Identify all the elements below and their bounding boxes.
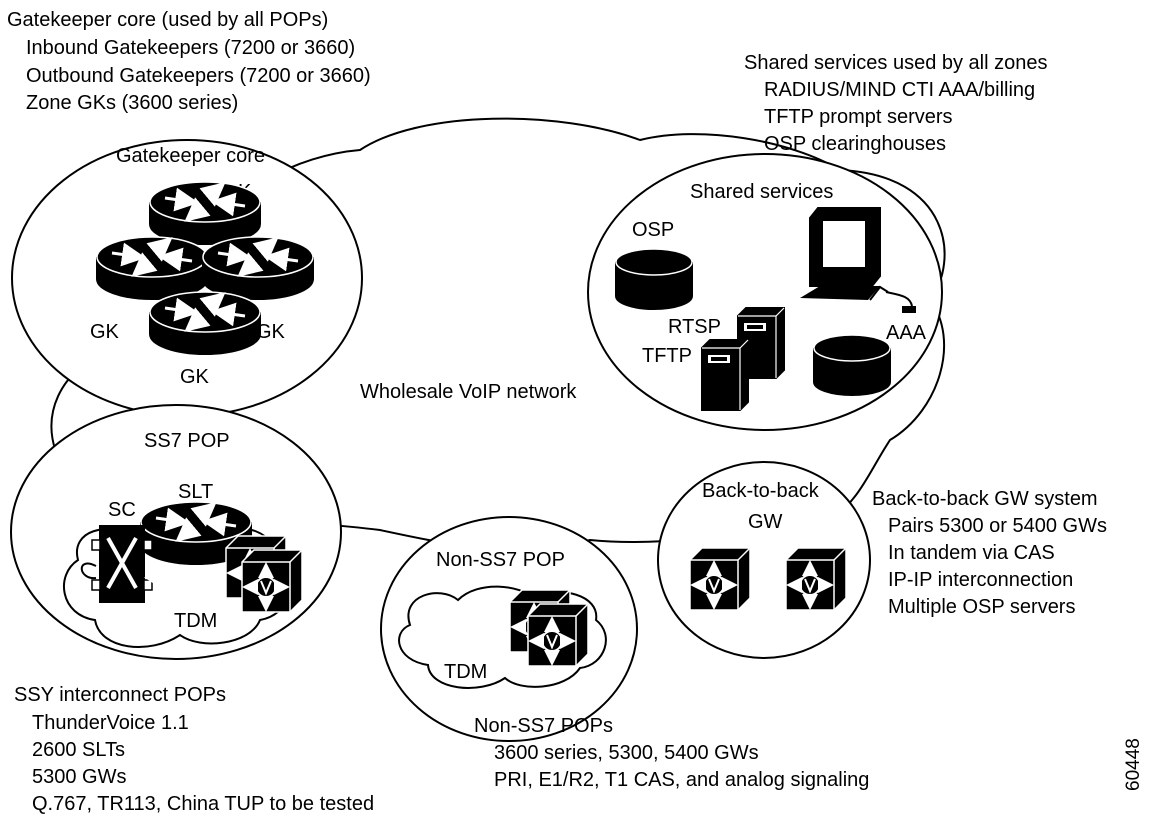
shared-notes-title: Shared services used by all zones xyxy=(744,52,1048,74)
router-gk-right-icon xyxy=(203,237,313,299)
ssy-notes-line: Q.767, TR113, China TUP to be tested xyxy=(32,793,374,815)
non-ss7-notes-line: 3600 series, 5300, 5400 GWs xyxy=(494,742,759,764)
ssy-notes-line: ThunderVoice 1.1 xyxy=(32,712,189,734)
shared-services-notes: Shared services used by all zones RADIUS… xyxy=(744,52,1048,155)
b2b-notes: Back-to-back GW system Pairs 5300 or 540… xyxy=(872,488,1107,618)
sc-switch-icon xyxy=(80,525,170,603)
shared-notes-line: RADIUS/MIND CTI AAA/billing xyxy=(764,79,1035,101)
b2b-notes-line: In tandem via CAS xyxy=(888,542,1055,564)
b2b-title-line2: GW xyxy=(748,511,783,533)
gk-left-label: GK xyxy=(90,321,120,343)
shared-notes-line: OSP clearinghouses xyxy=(764,133,946,155)
ssy-notes-line: 2600 SLTs xyxy=(32,739,125,761)
gatekeeper-core-notes: Gatekeeper core (used by all POPs) Inbou… xyxy=(7,9,371,114)
b2b-notes-line: Multiple OSP servers xyxy=(888,596,1075,618)
core-notes-line: Zone GKs (3600 series) xyxy=(26,92,238,114)
figure-id: 60448 xyxy=(1123,738,1144,791)
rtsp-label: RTSP xyxy=(668,316,721,338)
non-ss7-notes: Non-SS7 POPs 3600 series, 5300, 5400 GWs… xyxy=(474,715,869,791)
ssy-notes-line: 5300 GWs xyxy=(32,766,126,788)
non-ss7-gateway-front-icon xyxy=(528,604,588,666)
core-notes-line: Inbound Gatekeepers (7200 or 3660) xyxy=(26,37,355,59)
b2b-notes-line: IP-IP interconnection xyxy=(888,569,1073,591)
non-ss7-pop-title: Non-SS7 POP xyxy=(436,549,565,571)
ss7-tdm-label: TDM xyxy=(174,610,217,632)
ssy-notes-title: SSY interconnect POPs xyxy=(14,684,226,706)
non-ss7-notes-line: PRI, E1/R2, T1 CAS, and analog signaling xyxy=(494,769,869,791)
shared-notes-line: TFTP prompt servers xyxy=(764,106,953,128)
aaa-database-icon xyxy=(813,334,891,396)
gk-bottom-label: GK xyxy=(180,366,210,388)
tftp-label: TFTP xyxy=(642,345,692,367)
tftp-server-icon xyxy=(701,339,749,411)
shared-services-title: Shared services xyxy=(690,181,833,203)
gk-right-label: GK xyxy=(256,321,286,343)
sc-label: SC xyxy=(108,499,136,521)
non-ss7-tdm-label: TDM xyxy=(444,661,487,683)
ssy-notes: SSY interconnect POPs ThunderVoice 1.1 2… xyxy=(14,684,374,815)
network-label: Wholesale VoIP network xyxy=(360,381,577,403)
core-notes-line: Outbound Gatekeepers (7200 or 3660) xyxy=(26,65,371,87)
osp-database-icon xyxy=(615,248,693,310)
router-dgk-icon xyxy=(150,182,260,244)
ss7-pop-title: SS7 POP xyxy=(144,430,230,452)
osp-label: OSP xyxy=(632,219,674,241)
b2b-gateway-left-icon xyxy=(690,548,750,610)
b2b-notes-title: Back-to-back GW system xyxy=(872,488,1098,510)
gatekeeper-core-title: Gatekeeper core xyxy=(116,145,265,167)
non-ss7-notes-title: Non-SS7 POPs xyxy=(474,715,613,737)
b2b-gateway-right-icon xyxy=(786,548,846,610)
b2b-notes-line: Pairs 5300 or 5400 GWs xyxy=(888,515,1107,537)
aaa-workstation-icon xyxy=(800,207,916,313)
b2b-title-line1: Back-to-back xyxy=(702,480,820,502)
router-gk-left-icon xyxy=(97,237,207,299)
aaa-label: AAA xyxy=(886,322,927,344)
ss7-gateway-front-icon xyxy=(242,550,302,612)
slt-label: SLT xyxy=(178,481,213,503)
core-notes-title: Gatekeeper core (used by all POPs) xyxy=(7,9,328,31)
router-gk-bottom-icon xyxy=(150,292,260,354)
